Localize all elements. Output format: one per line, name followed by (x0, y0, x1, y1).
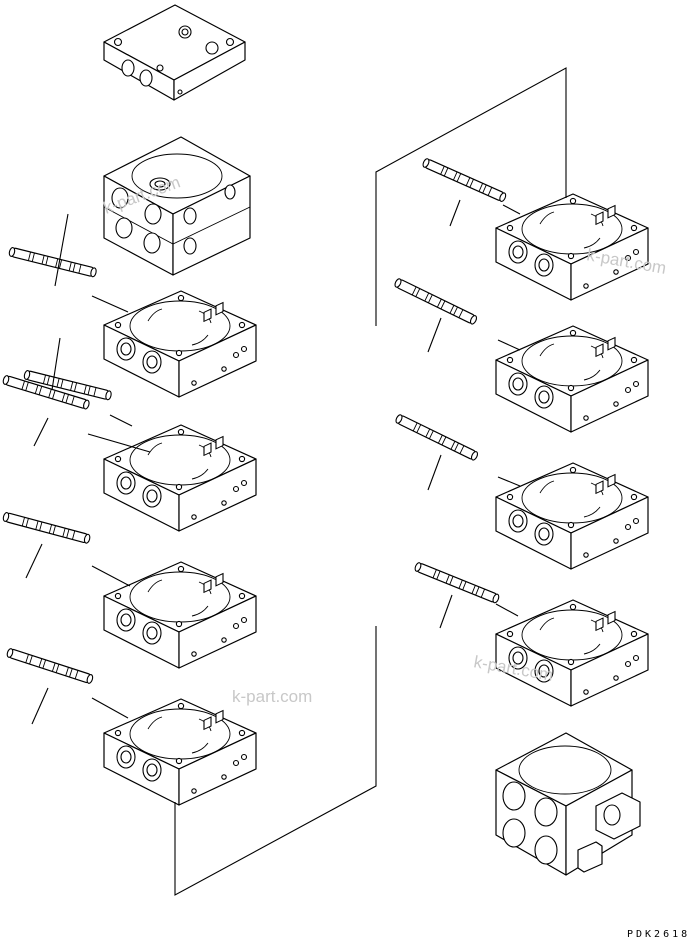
spool-right-3 (394, 413, 480, 462)
watermark-3: k-part.com (232, 687, 312, 706)
spool-right-4 (413, 561, 501, 605)
spool-left-5 (5, 647, 95, 685)
inlet-block (103, 136, 251, 276)
spool-right-2 (393, 277, 479, 326)
valve-section-left-4 (103, 698, 257, 806)
spool-right-1 (421, 157, 508, 203)
outlet-block (495, 732, 641, 876)
valve-section-left-3 (103, 561, 257, 669)
leader-lines (25, 67, 567, 896)
spool-left-4 (1, 511, 92, 545)
valve-section-left-1 (103, 290, 257, 398)
valve-section-left-2 (103, 424, 257, 532)
valve-section-right-1 (495, 193, 649, 301)
spool-left-1 (7, 246, 98, 278)
valve-section-right-4 (495, 599, 649, 707)
valve-section-right-3 (495, 462, 649, 570)
drawing-code: PDK2618 (627, 929, 690, 940)
valve-section-right-2 (495, 325, 649, 433)
top-cover (103, 4, 246, 101)
